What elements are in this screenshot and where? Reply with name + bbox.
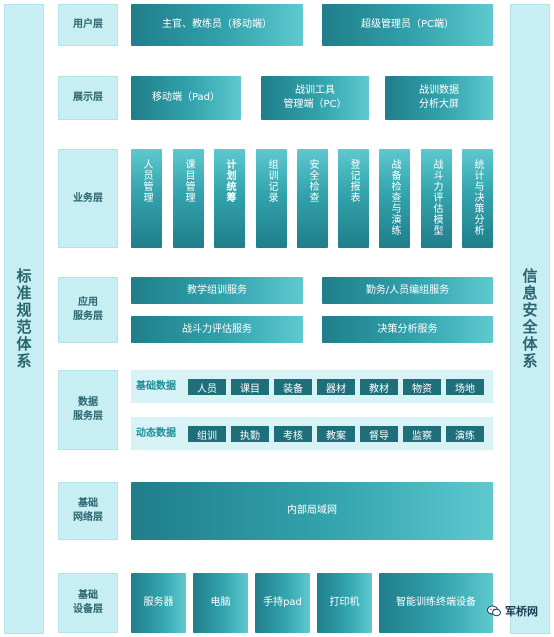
business-box-safety-check: 安全检查 — [297, 149, 328, 248]
device-box-server: 服务器 — [131, 573, 186, 633]
data-chip: 执勤 — [231, 426, 269, 442]
device-box-printer: 打印机 — [317, 573, 372, 633]
layer-label-business: 业务层 — [58, 149, 118, 248]
display-box-pc-admin: 战训工具 管理端（PC） — [261, 76, 369, 120]
business-box-statistics: 统计与决策分析 — [462, 149, 493, 248]
data-chip: 督导 — [360, 426, 398, 442]
layer-label-device: 基础 设备层 — [58, 573, 118, 633]
layer-label-display: 展示层 — [58, 76, 118, 120]
watermark-text: 军桥网 — [505, 605, 538, 618]
business-box-training-record: 组训记录 — [256, 149, 287, 248]
network-box-lan: 内部局域网 — [131, 482, 493, 540]
business-box-planning: 计划统筹 — [214, 149, 245, 248]
app-service-teaching: 教学组训服务 — [131, 277, 303, 304]
layer-label-app-service: 应用 服务层 — [58, 277, 118, 343]
data-chip: 教材 — [360, 379, 398, 395]
data-chip: 人员 — [188, 379, 226, 395]
standards-system-label: 标准规范体系 — [14, 268, 33, 370]
data-chip: 考核 — [274, 426, 312, 442]
data-chip: 课目 — [231, 379, 269, 395]
data-chip: 器材 — [317, 379, 355, 395]
user-box-super-admin: 超级管理员（PC端） — [322, 4, 493, 46]
wechat-icon — [487, 605, 501, 617]
business-box-registration: 登记报表 — [338, 149, 369, 248]
business-box-readiness: 战备检查与演练 — [379, 149, 410, 248]
display-box-mobile: 移动端（Pad） — [131, 76, 241, 120]
data-chip: 演练 — [446, 426, 484, 442]
security-system-column: 信息安全体系 — [510, 4, 550, 634]
data-chip: 组训 — [188, 426, 226, 442]
data-chip: 物资 — [403, 379, 441, 395]
layer-label-user: 用户层 — [58, 4, 118, 46]
device-box-pad: 手持pad — [255, 573, 310, 633]
device-box-smart-terminal: 智能训练终端设备 — [379, 573, 493, 633]
app-service-decision: 决策分析服务 — [322, 316, 493, 343]
data-chip: 教案 — [317, 426, 355, 442]
standards-system-column: 标准规范体系 — [4, 4, 44, 634]
business-box-personnel: 人员管理 — [131, 149, 162, 248]
display-box-big-screen: 战训数据 分析大屏 — [385, 76, 493, 120]
security-system-label: 信息安全体系 — [520, 268, 539, 370]
layer-label-data-service: 数据 服务层 — [58, 370, 118, 450]
app-service-duty: 勤务/人员编组服务 — [322, 277, 493, 304]
dynamic-data-title: 动态数据 — [136, 428, 176, 439]
basic-data-title: 基础数据 — [136, 381, 176, 392]
device-box-computer: 电脑 — [193, 573, 248, 633]
layer-label-network: 基础 网络层 — [58, 482, 118, 540]
data-chip: 装备 — [274, 379, 312, 395]
data-chip: 监察 — [403, 426, 441, 442]
data-chip: 场地 — [446, 379, 484, 395]
app-service-combat-eval: 战斗力评估服务 — [131, 316, 303, 343]
watermark: 军桥网 — [487, 603, 538, 619]
user-box-officer-coach: 主官、教练员（移动端） — [131, 4, 303, 46]
business-box-combat-eval: 战斗力评估模型 — [421, 149, 452, 248]
business-box-courses: 课目管理 — [173, 149, 204, 248]
